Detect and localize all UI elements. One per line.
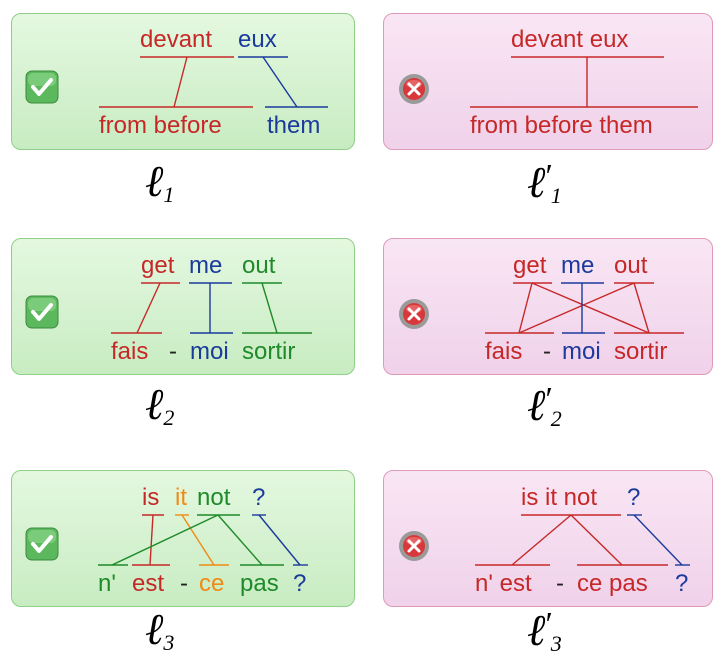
target-word: them (267, 112, 321, 139)
alignment-panel-l1: devant eux from before them (11, 13, 355, 150)
source-word: is (142, 484, 160, 511)
target-word: moi (562, 338, 601, 365)
source-word: ? (627, 484, 641, 511)
target-word: - (556, 570, 564, 597)
label-l3: ℓ3 (145, 605, 175, 655)
checkmark-icon (25, 70, 59, 104)
alignment-panel-l3-prime: is it not ? n' est - ce pas ? (383, 470, 713, 607)
source-word: ? (252, 484, 266, 511)
source-word: it (175, 484, 187, 511)
error-icon (399, 74, 429, 104)
checkmark-icon (25, 295, 59, 329)
source-word: get (141, 252, 175, 279)
error-icon (399, 299, 429, 329)
alignment-panel-l2-prime: get me out fais - moi sortir (383, 238, 713, 375)
alignment-panel-l1-prime: devant eux from before them (383, 13, 713, 150)
target-word: n' (98, 570, 116, 597)
target-word: - (169, 338, 177, 365)
source-word: out (614, 252, 648, 279)
label-l2-prime: ℓ′2 (527, 381, 562, 431)
alignment-links (111, 282, 312, 334)
alignment-links (470, 56, 698, 108)
target-word: sortir (614, 338, 668, 365)
source-word: is it not (521, 484, 598, 511)
target-word: - (543, 338, 551, 365)
alignment-panel-l2: get me out fais - moi sortir (11, 238, 355, 375)
source-word: me (561, 252, 595, 279)
source-word: get (513, 252, 547, 279)
alignment-links (99, 56, 328, 108)
source-word: devant (140, 26, 213, 53)
source-word: devant eux (511, 26, 629, 53)
alignment-links (475, 514, 690, 566)
error-icon (399, 531, 429, 561)
target-word: ? (293, 570, 307, 597)
target-word: fais (485, 338, 523, 365)
label-l1-prime: ℓ′1 (527, 158, 562, 208)
target-word: from before them (470, 112, 653, 139)
target-word: n' est (475, 570, 532, 597)
source-word: eux (238, 26, 277, 53)
target-word: moi (190, 338, 229, 365)
source-word: out (242, 252, 276, 279)
target-word: ? (675, 570, 689, 597)
alignment-links (98, 514, 308, 566)
target-word: est (132, 570, 165, 597)
label-l1: ℓ1 (145, 157, 175, 207)
target-word: - (180, 570, 188, 597)
target-word: from before (99, 112, 222, 139)
target-word: pas (240, 570, 279, 597)
target-word: fais (111, 338, 149, 365)
checkmark-icon (25, 527, 59, 561)
label-l3-prime: ℓ′3 (527, 606, 562, 656)
alignment-links (485, 282, 684, 334)
source-word: me (189, 252, 223, 279)
label-l2: ℓ2 (145, 380, 175, 430)
source-word: not (197, 484, 231, 511)
target-word: ce pas (577, 570, 648, 597)
target-word: sortir (242, 338, 296, 365)
alignment-panel-l3: is it not ? n' est - ce pas ? (11, 470, 355, 607)
target-word: ce (199, 570, 225, 597)
